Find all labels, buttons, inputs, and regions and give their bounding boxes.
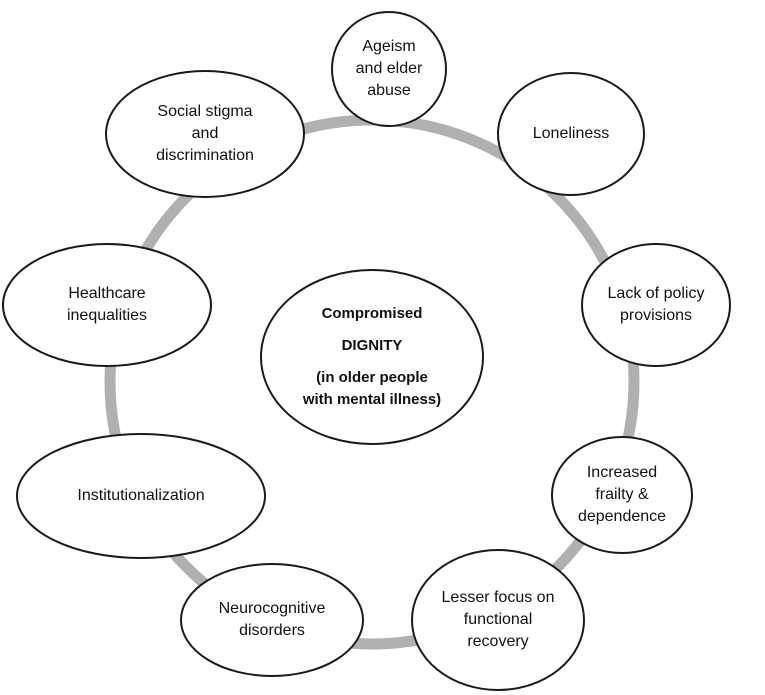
node-healthcare-shape <box>2 243 212 367</box>
node-recovery-label: Lesser focus on functional recovery <box>414 556 582 684</box>
center-subtitle-line1: (in older people <box>316 369 428 386</box>
node-frailty-line2: frailty & <box>595 486 649 503</box>
node-neurocognitive-label: Neurocognitive disorders <box>184 566 360 674</box>
node-neurocognitive-line1: Neurocognitive <box>218 600 326 617</box>
node-policy-line2: provisions <box>619 307 693 324</box>
center-title: Compromised <box>321 305 423 322</box>
node-recovery-shape <box>411 549 585 691</box>
node-frailty-shape <box>551 436 693 554</box>
node-frailty-line1: Increased <box>586 464 658 481</box>
center-label: Compromised DIGNITY (in older people wit… <box>262 270 482 444</box>
node-ageism-line1: Ageism <box>362 38 416 55</box>
node-ageism-shape <box>331 11 447 127</box>
node-neurocognitive-shape <box>180 563 364 677</box>
node-frailty-line3: dependence <box>577 508 667 525</box>
node-stigma-line1: Social stigma <box>157 103 253 120</box>
node-policy-line1: Lack of policy <box>607 285 705 302</box>
center-subtitle-line2: with mental illness) <box>302 391 442 408</box>
node-recovery-line1: Lesser focus on <box>441 589 555 606</box>
center-node-shape <box>260 269 484 445</box>
node-institutionalization-line1: Institutionalization <box>77 487 205 504</box>
node-ageism-label: Ageism and elder abuse <box>334 14 444 124</box>
node-healthcare-line2: inequalities <box>66 307 148 324</box>
node-stigma-label: Social stigma and discrimination <box>108 72 302 196</box>
node-ageism-line2: and elder <box>355 60 423 77</box>
node-institutionalization-label: Institutionalization <box>20 436 262 556</box>
node-neurocognitive-line2: disorders <box>239 622 305 639</box>
node-stigma-line2: and <box>191 125 219 142</box>
node-ageism-line3: abuse <box>367 82 411 99</box>
center-keyword: DIGNITY <box>341 337 403 354</box>
node-recovery-line2: functional <box>463 611 533 628</box>
node-stigma-shape <box>105 70 305 198</box>
node-institutionalization-shape <box>16 433 266 559</box>
node-healthcare-line1: Healthcare <box>68 285 146 302</box>
node-loneliness-shape <box>497 72 645 196</box>
node-recovery-line3: recovery <box>467 633 529 650</box>
node-frailty-label: Increased frailty & dependence <box>554 438 690 552</box>
node-policy-shape <box>581 243 731 367</box>
node-stigma-line3: discrimination <box>156 147 254 164</box>
node-loneliness-line1: Loneliness <box>532 125 610 142</box>
node-loneliness-label: Loneliness <box>500 74 642 194</box>
node-healthcare-label: Healthcare inequalities <box>6 245 208 365</box>
node-policy-label: Lack of policy provisions <box>584 245 728 365</box>
